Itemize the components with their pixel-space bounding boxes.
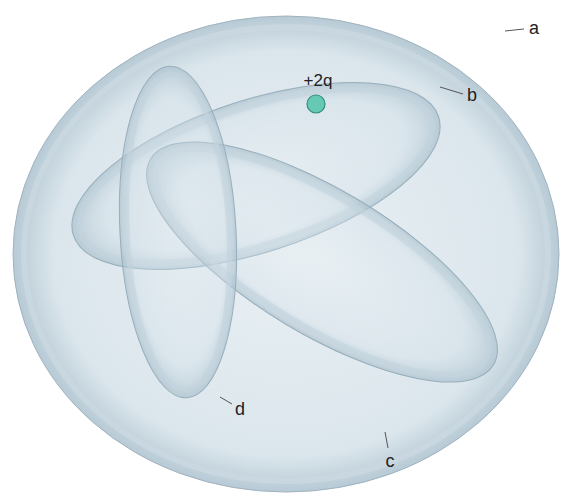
charge-label: +2q [304, 72, 333, 89]
surface-a-rim [24, 27, 548, 481]
surface-label: c [386, 452, 395, 470]
surface-d [111, 63, 244, 401]
leader-line [505, 29, 524, 31]
leader-line [440, 87, 463, 94]
surface-label: d [235, 400, 245, 418]
leader-line [385, 432, 388, 448]
surface-a [13, 16, 559, 492]
point-charge [307, 95, 325, 113]
surface-label: a [529, 19, 539, 37]
surface-label: b [467, 86, 477, 104]
leader-line [220, 397, 232, 404]
